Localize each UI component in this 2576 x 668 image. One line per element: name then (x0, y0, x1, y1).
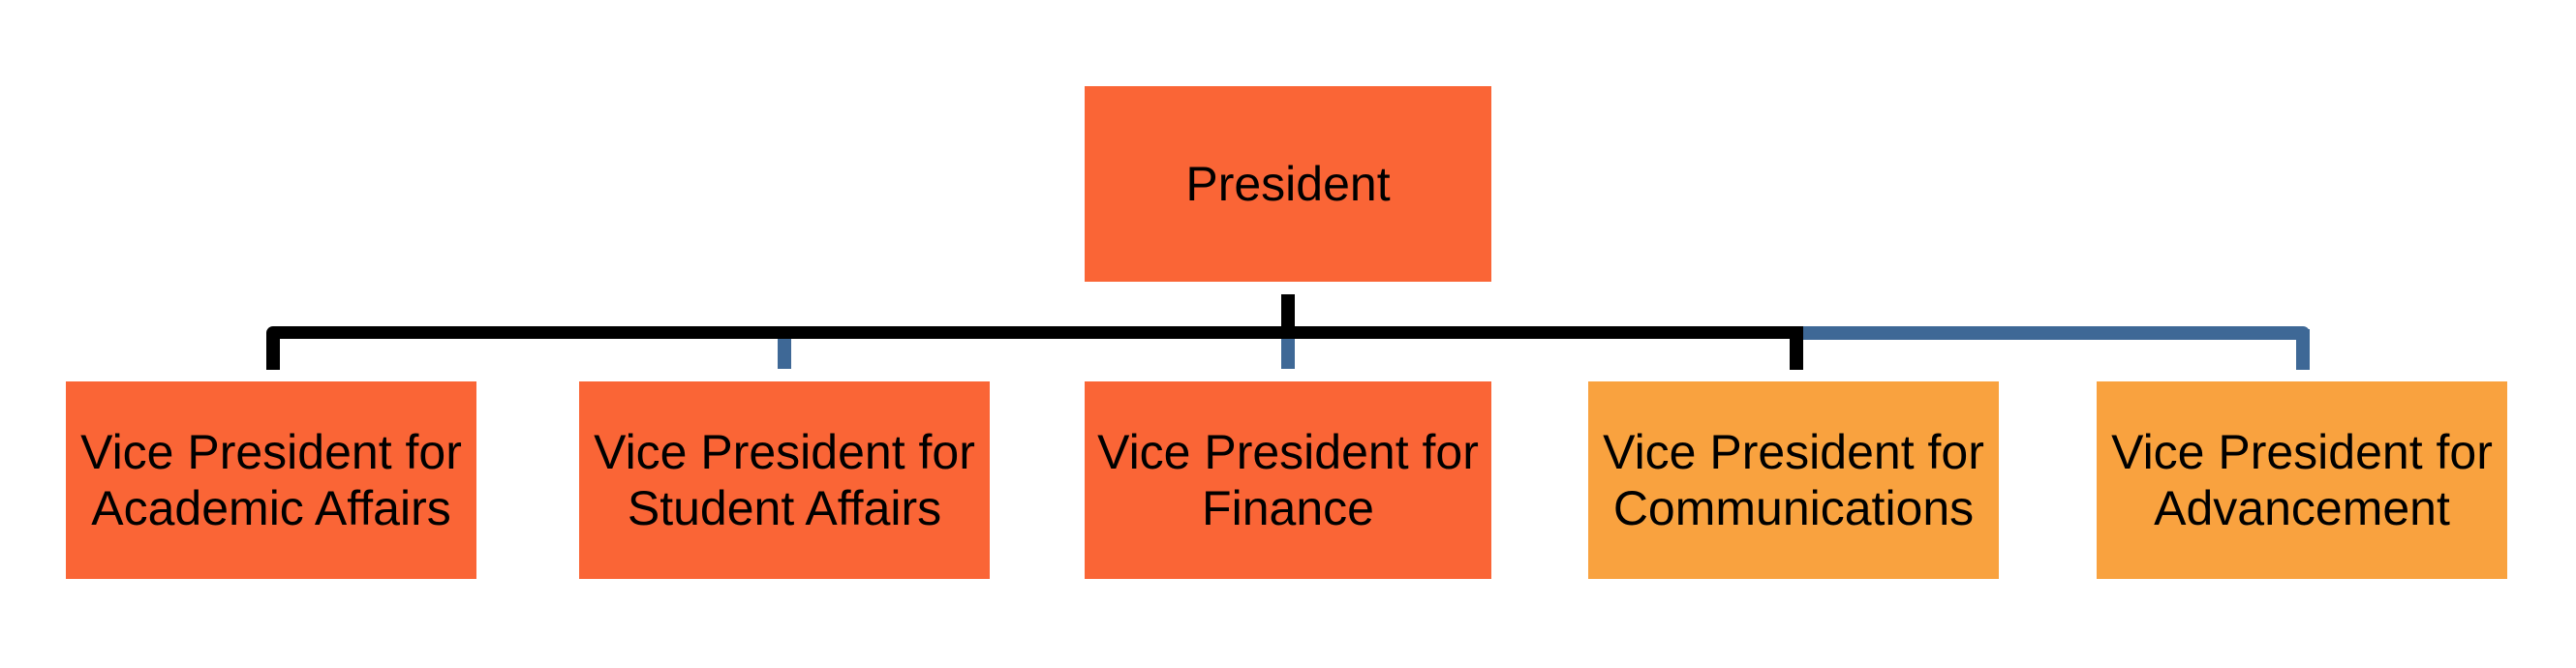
connector-primary-stub-communications (1790, 329, 1803, 370)
node-president[interactable]: President (1085, 86, 1491, 282)
node-vp-communications[interactable]: Vice President for Communications (1588, 381, 1999, 579)
connector-secondary-horizontal (1803, 326, 2310, 340)
node-vp-student-affairs[interactable]: Vice President for Student Affairs (579, 381, 990, 579)
node-vp-finance[interactable]: Vice President for Finance (1085, 381, 1491, 579)
connector-secondary-stub-advancement (2296, 329, 2310, 370)
node-vp-academic-affairs[interactable]: Vice President for Academic Affairs (66, 381, 476, 579)
connector-primary-stub-president (1281, 294, 1295, 339)
node-vp-advancement[interactable]: Vice President for Advancement (2097, 381, 2507, 579)
connector-secondary-stub-student-affairs (778, 337, 791, 369)
connector-primary-horizontal (266, 326, 1803, 339)
connector-secondary-stub-finance (1281, 337, 1295, 369)
connector-primary-stub-academic-affairs (266, 329, 280, 370)
